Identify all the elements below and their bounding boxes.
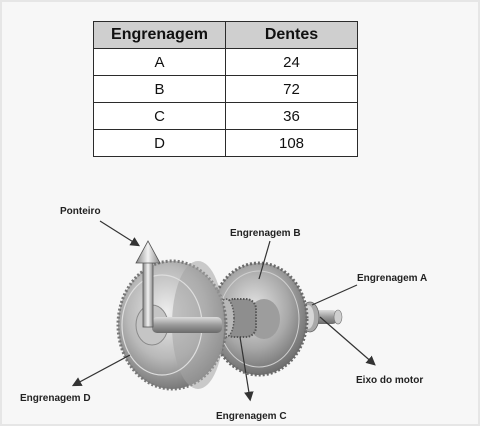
cell-gear: B <box>93 75 226 103</box>
label-eixo-motor: Eixo do motor <box>356 375 423 386</box>
pointer <box>135 240 161 328</box>
gear-assembly-figure: Ponteiro Engrenagem B Engrenagem A Eixo … <box>20 206 427 422</box>
cell-gear: C <box>93 102 226 130</box>
cell-teeth: 72 <box>225 75 358 103</box>
column-header-gear: Engrenagem <box>93 21 226 49</box>
table-row: A 24 <box>93 48 358 76</box>
gear-b <box>209 261 309 377</box>
gear-teeth-table: Engrenagem Dentes A 24 B 72 C 36 D 108 <box>93 21 358 157</box>
table-row: D 108 <box>93 129 358 157</box>
leader-engrenagem-b <box>258 240 271 280</box>
cell-teeth: 36 <box>225 102 358 130</box>
label-engrenagem-b: Engrenagem B <box>230 228 301 239</box>
table-row: C 36 <box>93 102 358 130</box>
gear-d <box>116 259 228 391</box>
table-row: B 72 <box>93 75 358 103</box>
label-engrenagem-a: Engrenagem A <box>357 273 427 284</box>
cell-teeth: 108 <box>225 129 358 157</box>
label-engrenagem-d: Engrenagem D <box>20 393 91 404</box>
column-header-teeth: Dentes <box>225 21 358 49</box>
gear-c <box>217 298 257 338</box>
table-header-row: Engrenagem Dentes <box>93 21 358 49</box>
leader-engrenagem-a <box>311 284 358 306</box>
leader-engrenagem-d <box>71 354 131 387</box>
cell-teeth: 24 <box>225 48 358 76</box>
cell-gear: A <box>93 48 226 76</box>
label-ponteiro: Ponteiro <box>60 206 101 217</box>
leader-ponteiro <box>99 220 141 247</box>
cell-gear: D <box>93 129 226 157</box>
label-engrenagem-c: Engrenagem C <box>216 411 287 422</box>
leader-eixo-motor <box>319 316 376 366</box>
leader-engrenagem-c <box>239 336 254 402</box>
